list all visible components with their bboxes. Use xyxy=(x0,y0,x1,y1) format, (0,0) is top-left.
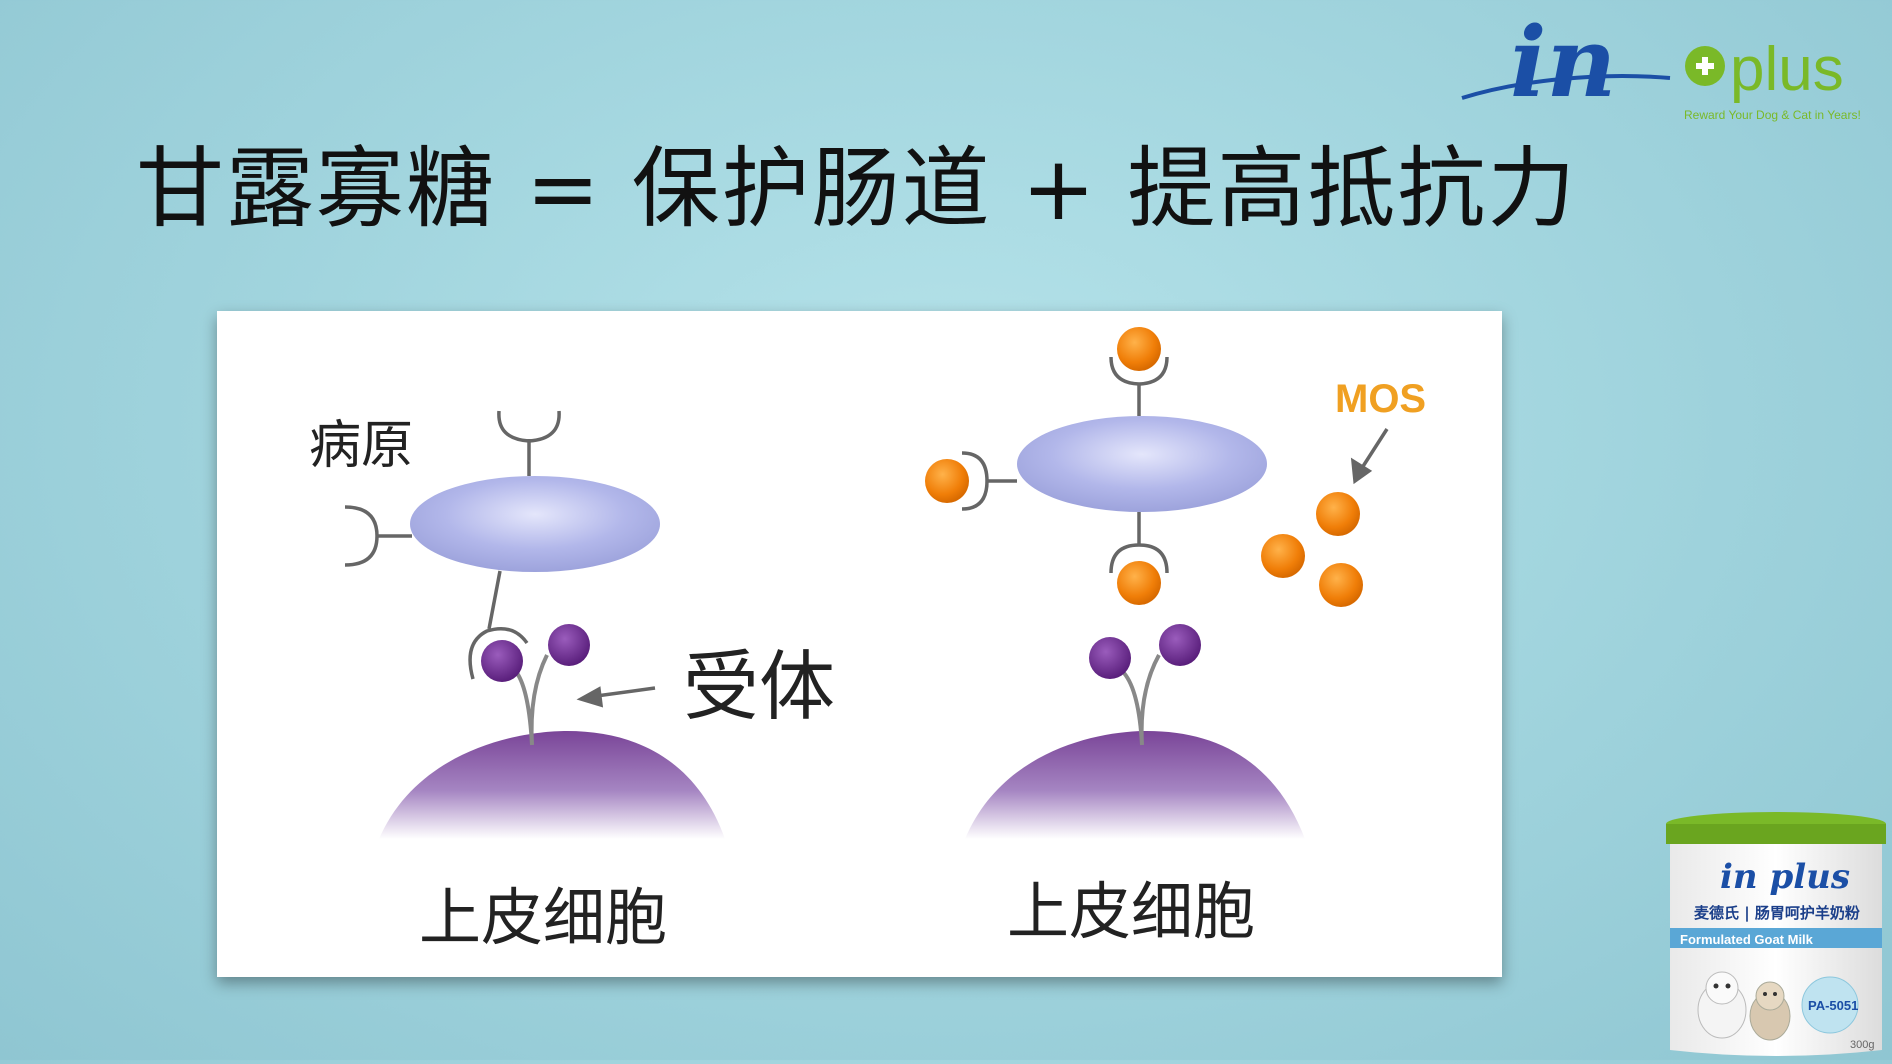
mos-particle xyxy=(925,459,969,503)
product-name-cn: 麦德氏 | 肠胃呵护羊奶粉 xyxy=(1694,904,1860,923)
product-weight: 300g xyxy=(1850,1039,1874,1051)
pathogen-cup-top xyxy=(499,411,559,476)
arrow-to-receptor xyxy=(581,688,655,705)
mos-label: MOS xyxy=(1335,377,1426,422)
mos-particle xyxy=(1316,492,1360,536)
product-image: Formulated Goat Milk in plus 麦德氏 | 肠胃呵护羊… xyxy=(1660,810,1892,1060)
mos-particle xyxy=(1319,563,1363,607)
epithelial-cell-left xyxy=(379,731,725,839)
epithelial-cell-label-right: 上皮细胞 xyxy=(1007,861,1255,951)
receptor-left xyxy=(481,624,590,745)
product-name-en: Formulated Goat Milk xyxy=(1680,932,1814,947)
mos-particle xyxy=(1261,534,1305,578)
diagram-panel: 病原 受体 上皮细胞 上皮细胞 MOS xyxy=(217,311,1502,977)
pathogen-label: 病原 xyxy=(309,403,413,478)
right-scene xyxy=(925,327,1387,839)
product-code: PA-5051 xyxy=(1808,998,1858,1013)
logo-plus-text: plus xyxy=(1730,35,1844,104)
pathogen-body xyxy=(410,476,660,572)
product-brand: in plus xyxy=(1720,857,1850,897)
epithelial-cell-label-left: 上皮细胞 xyxy=(419,867,667,957)
logo-tagline: Reward Your Dog & Cat in Years! xyxy=(1684,108,1861,122)
green-plus-icon xyxy=(1685,46,1725,86)
epithelial-cell-right xyxy=(965,731,1305,839)
mos-particle xyxy=(1117,327,1161,371)
arrow-from-mos xyxy=(1353,429,1387,481)
receptor-ball xyxy=(481,640,523,682)
mos-particle xyxy=(1117,561,1161,605)
pathogen-body-right xyxy=(1017,416,1267,512)
slide-title: 甘露寡糖 = 保护肠道 + 提高抵抗力 xyxy=(136,118,1577,245)
receptor-ball xyxy=(548,624,590,666)
receptor-label: 受体 xyxy=(683,625,835,735)
logo-in-text: in xyxy=(1510,6,1616,119)
receptor-right xyxy=(1089,624,1201,745)
pathogen-cup-left xyxy=(345,507,412,565)
